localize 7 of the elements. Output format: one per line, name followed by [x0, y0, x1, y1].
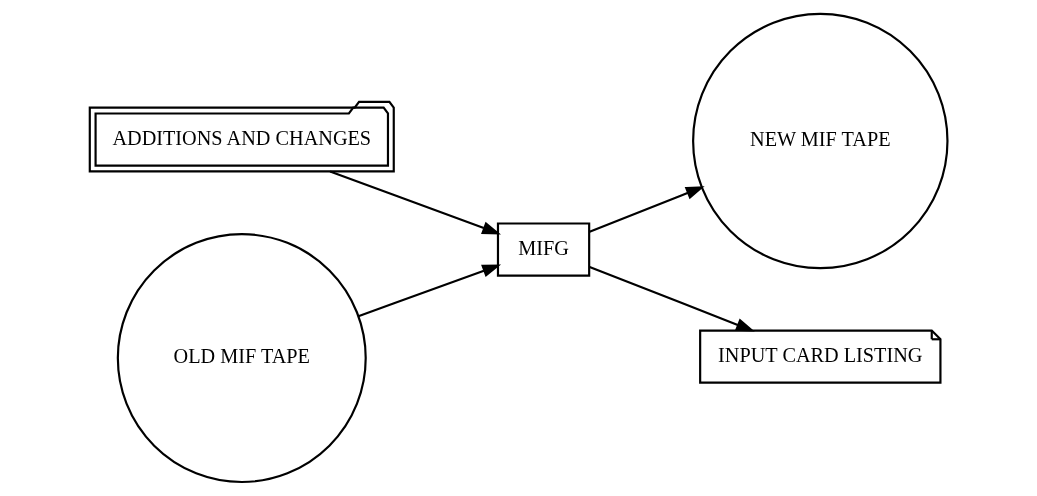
arrow — [329, 170, 501, 235]
node-circle: NEW MIF TAPE — [692, 12, 949, 270]
arrow — [357, 264, 502, 318]
arrow — [589, 265, 755, 332]
node-box: MIFG — [496, 222, 591, 277]
arrow — [589, 186, 705, 233]
node-circle: OLD MIF TAPE — [116, 233, 367, 484]
